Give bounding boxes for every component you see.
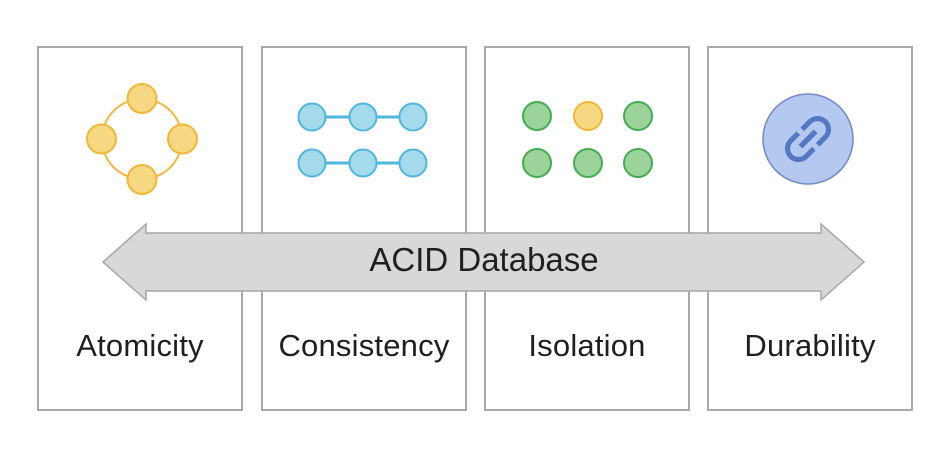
panel-consistency: Consistency bbox=[261, 46, 467, 411]
diagram-title: ACID Database bbox=[369, 241, 599, 278]
atomicity-cycle-icon bbox=[81, 78, 203, 205]
isolation-dot-grid-icon bbox=[511, 90, 671, 195]
panel-label-atomicity: Atomicity bbox=[76, 328, 204, 363]
panel-durability: Durability bbox=[707, 46, 913, 411]
acid-banner-arrow bbox=[101, 222, 866, 302]
panel-isolation: Isolation bbox=[484, 46, 690, 411]
consistency-chain-rows-icon bbox=[285, 91, 441, 196]
panel-atomicity: Atomicity bbox=[37, 46, 243, 411]
panel-label-consistency: Consistency bbox=[278, 328, 450, 363]
panel-label-durability: Durability bbox=[744, 328, 876, 363]
durability-link-icon bbox=[760, 91, 856, 192]
panel-label-isolation: Isolation bbox=[528, 328, 646, 363]
